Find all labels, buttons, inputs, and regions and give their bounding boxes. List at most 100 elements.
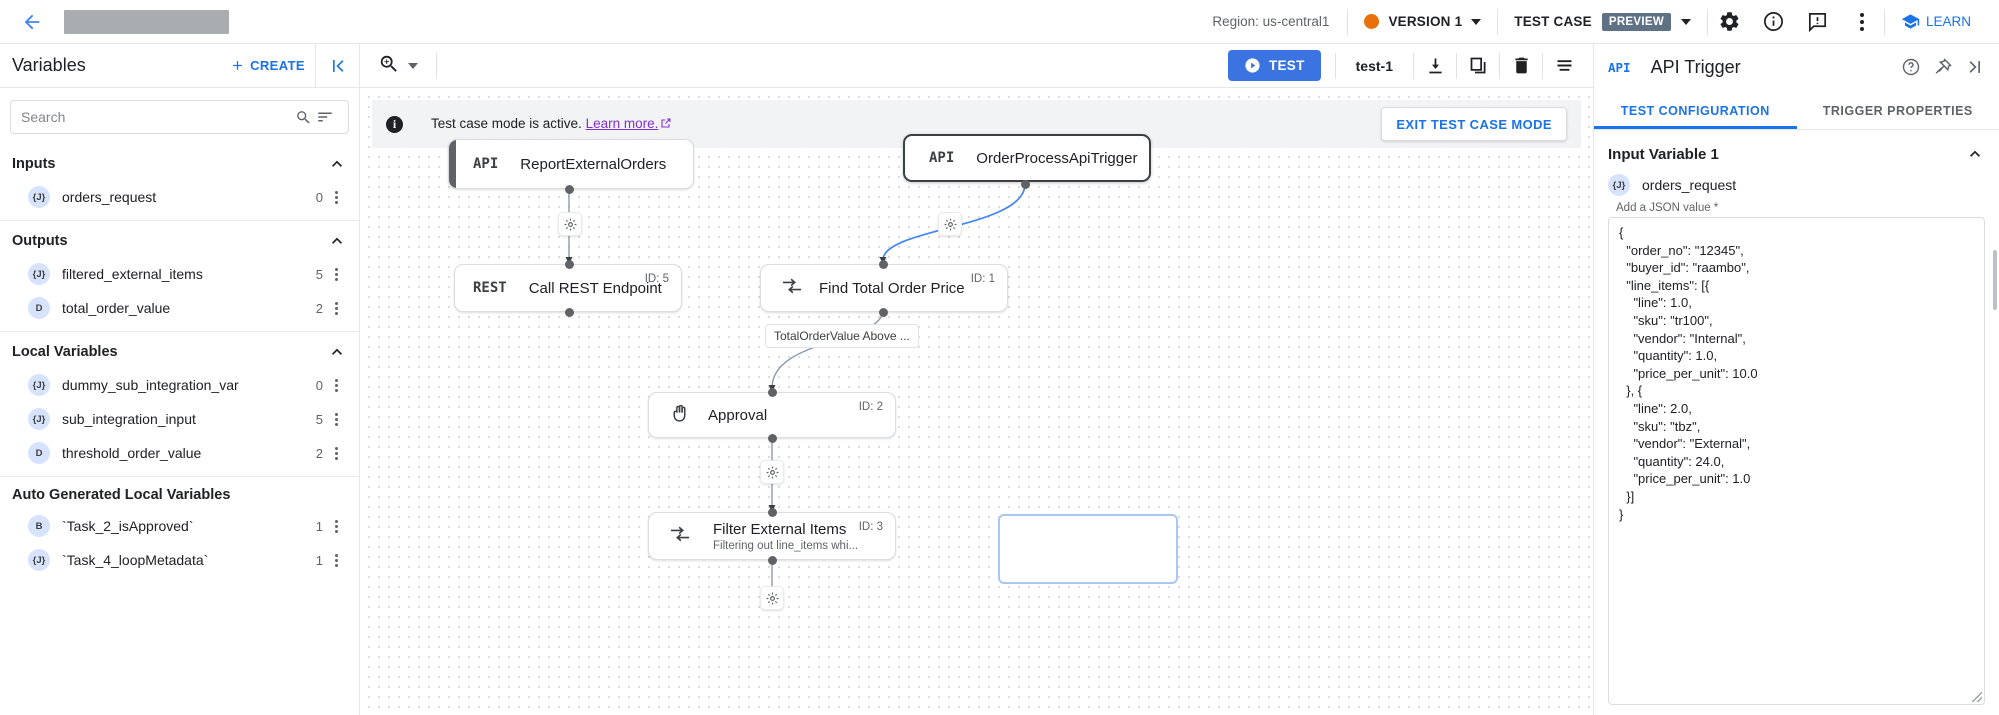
copy-icon[interactable] [1457, 44, 1499, 88]
node-input-port[interactable] [768, 508, 777, 517]
variables-section-inputs: Inputs {J} orders_request 0 [0, 144, 359, 221]
exit-test-case-mode-button[interactable]: EXIT TEST CASE MODE [1381, 107, 1567, 141]
gear-icon[interactable] [938, 212, 962, 236]
tab-trigger-properties[interactable]: TRIGGER PROPERTIES [1822, 104, 1973, 118]
node-input-port[interactable] [768, 388, 777, 397]
search-box[interactable] [10, 100, 349, 134]
variables-list[interactable]: Inputs {J} orders_request 0 Outputs [0, 144, 359, 715]
search-filter-icon[interactable] [312, 108, 338, 126]
variables-panel: Variables CREATE [0, 43, 360, 715]
list-item[interactable]: D threshold_order_value 2 [0, 436, 359, 470]
variables-panel-header: Variables CREATE [0, 43, 359, 88]
node-order-process-api-trigger[interactable]: API OrderProcessApiTrigger [903, 134, 1151, 182]
chevron-down-icon [1471, 18, 1482, 25]
tab-test-configuration[interactable]: TEST CONFIGURATION [1594, 90, 1797, 129]
row-menu-icon[interactable] [323, 267, 349, 281]
node-title: Find Total Order Price [819, 279, 965, 297]
node-output-port[interactable] [1021, 180, 1030, 189]
variables-section-auto-generated: Auto Generated Local Variables B `Task_2… [0, 477, 359, 583]
list-item[interactable]: {J} filtered_external_items 5 [0, 257, 359, 291]
chevron-down-icon [1680, 18, 1691, 25]
divider [1456, 52, 1457, 79]
section-header[interactable]: Outputs [0, 221, 359, 257]
list-item[interactable]: D total_order_value 2 [0, 291, 359, 325]
row-menu-icon[interactable] [323, 519, 349, 533]
learn-more-link[interactable]: Learn more. [585, 116, 659, 131]
input-variable-row: {J} orders_request [1594, 172, 1999, 202]
node-report-external-orders[interactable]: API ReportExternalOrders [448, 139, 694, 189]
list-item[interactable]: {J} dummy_sub_integration_var 0 [0, 368, 359, 402]
row-menu-icon[interactable] [323, 190, 349, 204]
chevron-up-icon[interactable] [1965, 144, 1985, 164]
version-status-dot [1364, 14, 1380, 29]
learn-button[interactable]: LEARN [1885, 12, 1987, 31]
list-item[interactable]: {J} sub_integration_input 5 [0, 402, 359, 436]
node-placeholder-box[interactable] [998, 514, 1178, 584]
test-case-name[interactable]: test-1 [1355, 57, 1393, 74]
gear-icon[interactable] [760, 586, 784, 610]
list-item[interactable]: B `Task_2_isApproved` 1 [0, 509, 359, 543]
node-output-port[interactable] [565, 308, 574, 317]
variable-type-badge: D [28, 297, 50, 319]
node-find-total-order-price[interactable]: Find Total Order Price ID: 1 [760, 264, 1008, 312]
edge-condition-label[interactable]: TotalOrderValue Above ... [765, 324, 919, 348]
more-vert-icon[interactable] [1840, 0, 1884, 44]
panel-scrollbar[interactable] [1993, 250, 1997, 310]
collapse-right-icon[interactable] [1959, 51, 1991, 83]
feedback-icon[interactable] [1796, 0, 1840, 44]
section-header[interactable]: Local Variables [0, 332, 359, 368]
resize-handle[interactable] [1972, 692, 1982, 702]
section-title: Input Variable 1 [1608, 145, 1719, 163]
zoom-control[interactable] [360, 53, 436, 78]
node-output-port[interactable] [879, 308, 888, 317]
json-field-label: Add a JSON value * [1616, 202, 1719, 214]
workflow-canvas[interactable]: i Test case mode is active. Learn more. … [360, 88, 1593, 715]
run-test-button[interactable]: TEST [1227, 50, 1321, 81]
version-selector[interactable]: VERSION 1 [1348, 14, 1497, 29]
pin-icon[interactable] [1927, 51, 1959, 83]
row-menu-icon[interactable] [323, 301, 349, 315]
variable-name: dummy_sub_integration_var [62, 377, 239, 393]
row-menu-icon[interactable] [323, 412, 349, 426]
input-variable-section-header[interactable]: Input Variable 1 [1594, 130, 1999, 172]
create-label: CREATE [250, 58, 305, 73]
row-menu-icon[interactable] [323, 378, 349, 392]
gear-icon[interactable] [558, 212, 582, 236]
row-menu-icon[interactable] [323, 553, 349, 567]
node-input-port[interactable] [565, 260, 574, 269]
help-icon[interactable] [1895, 51, 1927, 83]
chevron-up-icon[interactable] [327, 342, 347, 362]
variable-type-badge: {J} [28, 374, 50, 396]
section-header[interactable]: Inputs [0, 144, 359, 180]
test-case-selector[interactable]: TEST CASE PREVIEW [1498, 12, 1707, 31]
node-output-port[interactable] [565, 185, 574, 194]
node-output-port[interactable] [768, 556, 777, 565]
node-filter-external-items[interactable]: Filter External Items Filtering out line… [648, 512, 896, 560]
search-input[interactable] [21, 109, 295, 125]
gear-icon[interactable] [760, 460, 784, 484]
chevron-up-icon[interactable] [327, 231, 347, 251]
node-call-rest-endpoint[interactable]: REST Call REST Endpoint ID: 5 [454, 264, 682, 312]
row-menu-icon[interactable] [323, 446, 349, 460]
zoom-in-icon[interactable] [378, 53, 400, 78]
collapse-panel-icon[interactable] [315, 43, 359, 88]
json-editor[interactable]: { "order_no": "12345", "buyer_id": "raam… [1608, 217, 1985, 705]
logs-icon[interactable] [1543, 44, 1585, 88]
list-item[interactable]: {J} `Task_4_loopMetadata` 1 [0, 543, 359, 577]
download-icon[interactable] [1414, 44, 1456, 88]
divider [1497, 8, 1499, 35]
node-output-port[interactable] [768, 434, 777, 443]
delete-icon[interactable] [1500, 44, 1542, 88]
section-header[interactable]: Auto Generated Local Variables [0, 477, 359, 509]
node-approval[interactable]: Approval ID: 2 [648, 392, 896, 438]
chevron-down-icon[interactable] [408, 62, 418, 69]
chevron-up-icon[interactable] [327, 154, 347, 174]
list-item[interactable]: {J} orders_request 0 [0, 180, 359, 214]
create-variable-button[interactable]: CREATE [220, 58, 315, 73]
info-icon[interactable] [1752, 0, 1796, 44]
back-arrow-icon[interactable] [18, 8, 46, 36]
node-input-port[interactable] [879, 260, 888, 269]
json-value[interactable]: { "order_no": "12345", "buyer_id": "raam… [1619, 225, 1758, 522]
gear-icon[interactable] [1708, 0, 1752, 44]
